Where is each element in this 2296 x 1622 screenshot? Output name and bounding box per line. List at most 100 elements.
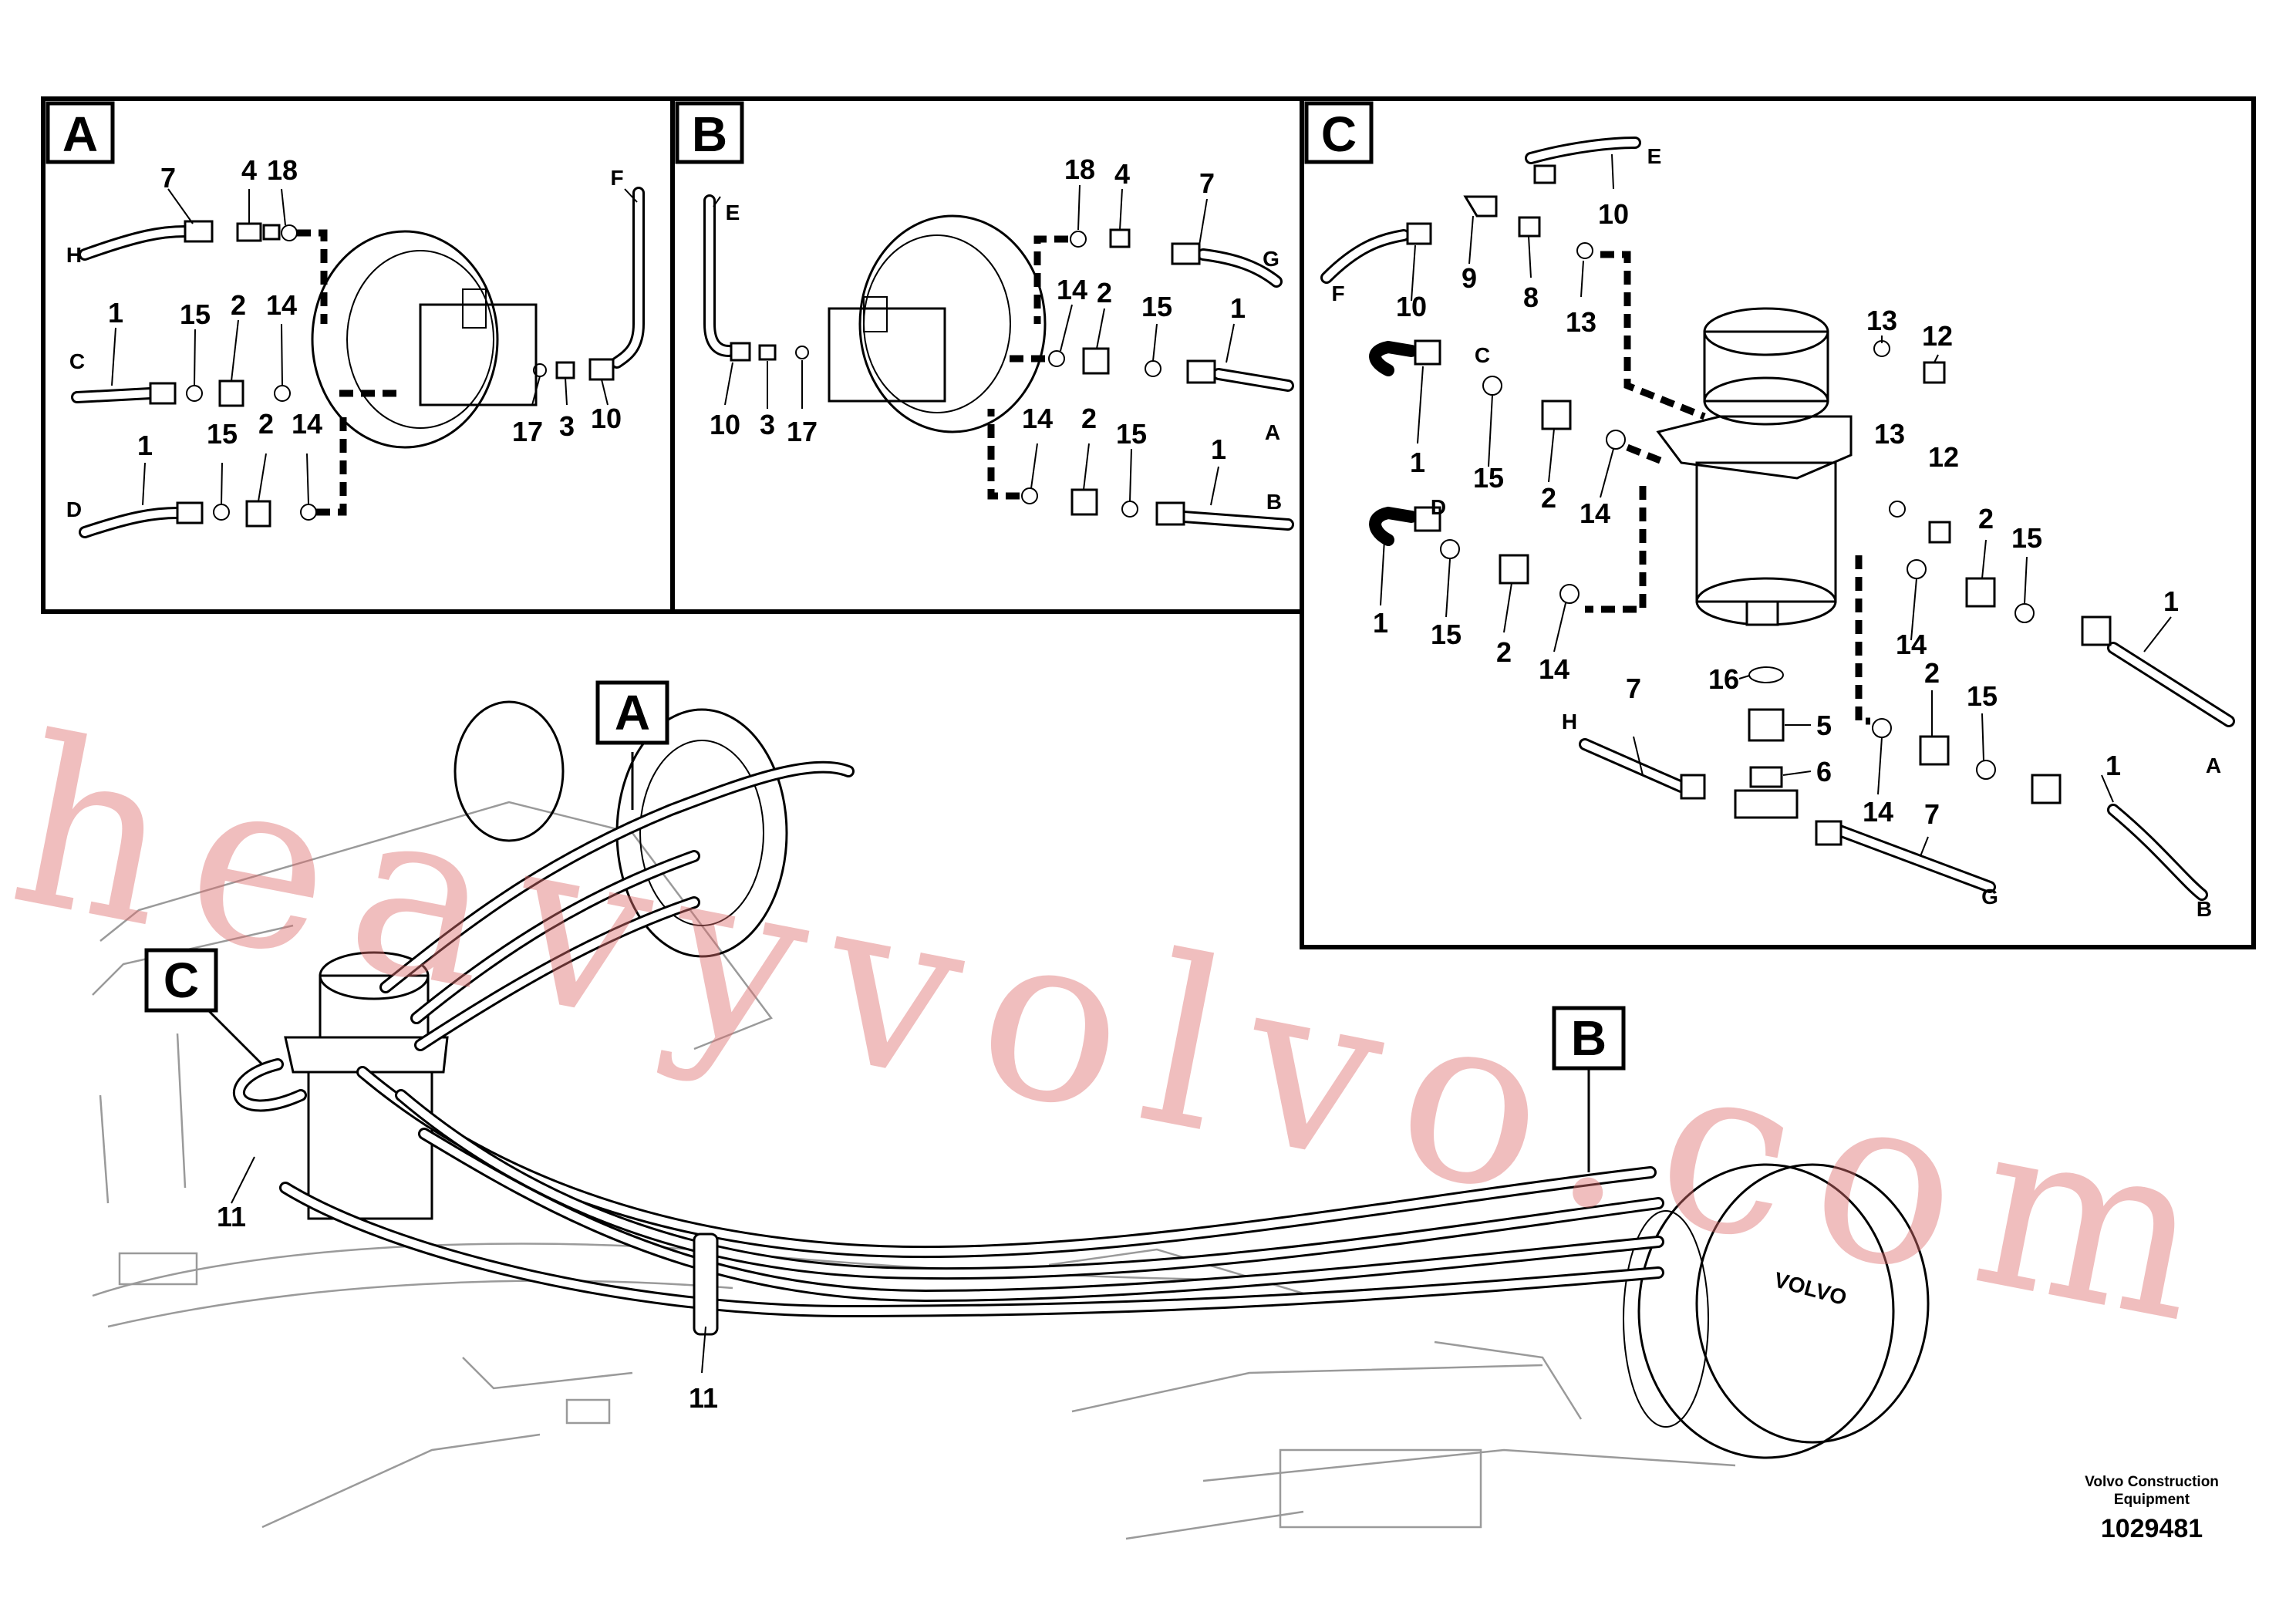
hose-end-label: E <box>726 201 740 224</box>
callout: 18 <box>267 154 298 186</box>
hose-end-label: C <box>1475 343 1490 367</box>
callout: 15 <box>1141 291 1172 322</box>
panel-b-labels: E 18 4 7 G 14 2 15 1 A 10 3 17 14 2 15 1… <box>710 153 1282 514</box>
callout: 14 <box>1863 796 1893 828</box>
svg-text:VOLVO: VOLVO <box>1772 1267 1849 1310</box>
callout: 14 <box>292 408 322 440</box>
overview-callout-c-label: C <box>164 953 199 1008</box>
callout: 15 <box>1116 418 1147 450</box>
callout: 1 <box>1410 447 1425 478</box>
hose-end-label: H <box>1562 710 1577 733</box>
callout: 15 <box>1431 619 1462 650</box>
callout: 2 <box>1978 503 1994 534</box>
callout: 1 <box>108 297 123 329</box>
callout: 2 <box>1924 657 1940 689</box>
callout: 14 <box>1539 653 1569 685</box>
panel-c-labels: E 10 F 10 9 8 13 13 12 C 1 15 2 14 13 12… <box>1331 144 2221 921</box>
callout: 1 <box>2163 585 2179 617</box>
callout: 3 <box>760 409 775 440</box>
hose-end-label: A <box>1265 420 1280 444</box>
callout: 6 <box>1816 756 1832 787</box>
callout: 4 <box>241 154 257 186</box>
overview-callout-c: C <box>144 948 218 1013</box>
callout: 9 <box>1462 262 1477 294</box>
swivel-joint <box>1695 461 1837 603</box>
callout: 10 <box>591 403 622 434</box>
callout: 15 <box>207 418 238 450</box>
callout: 2 <box>231 289 246 321</box>
callout: 7 <box>160 162 176 194</box>
hose-end-label: C <box>69 349 85 373</box>
drawing-number: 1029481 <box>2100 1514 2203 1543</box>
callout: 16 <box>1708 663 1739 695</box>
callout: 15 <box>1473 462 1504 494</box>
callout: 2 <box>1081 403 1097 434</box>
callout: 5 <box>1816 710 1832 741</box>
overview-callout-a: A <box>595 680 669 745</box>
callout: 13 <box>1874 418 1905 450</box>
hose-end-label: G <box>1981 885 1998 909</box>
callout: 10 <box>1396 291 1427 322</box>
travel-motor-b <box>858 214 1047 433</box>
callout: 13 <box>1866 305 1897 336</box>
panel-c-tag-label: C <box>1321 106 1357 162</box>
brand-caption: Volvo Construction Equipment <box>2052 1473 2252 1509</box>
hose-end-label: D <box>66 497 82 521</box>
callout: 2 <box>1541 482 1556 514</box>
callout: 2 <box>258 408 274 440</box>
panel-a-labels: 7 4 18 H 1 15 2 14 C 17 3 10 F 1 15 2 14… <box>66 154 624 521</box>
panel-a-tag: A <box>46 101 115 164</box>
hose-end-label: B <box>1266 490 1282 514</box>
callout: 7 <box>1199 167 1215 199</box>
panel-b-tag: B <box>675 101 744 164</box>
callout: 17 <box>512 416 543 447</box>
hose-end-label: E <box>1647 144 1662 168</box>
hose-end-label: D <box>1431 495 1446 519</box>
callout: 11 <box>689 1382 718 1414</box>
callout: 2 <box>1496 636 1512 668</box>
callout: 12 <box>1922 320 1953 352</box>
panel-b-drawing <box>703 184 1294 531</box>
callout: 1 <box>137 430 153 461</box>
panel-a-frame <box>41 96 675 614</box>
callout: 8 <box>1523 282 1539 313</box>
overview-callout-b-label: B <box>1571 1010 1607 1066</box>
callout: 14 <box>266 289 297 321</box>
callout: 15 <box>1967 680 1998 712</box>
callout: 15 <box>2011 522 2042 554</box>
callout: 10 <box>710 409 740 440</box>
panel-a-tag-label: A <box>62 106 98 162</box>
brand-line-2: Equipment <box>2113 1492 2190 1508</box>
callout: 13 <box>1566 306 1596 338</box>
callout: 14 <box>1022 403 1053 434</box>
hose-end-label: A <box>2206 754 2221 777</box>
callout: 7 <box>1924 798 1940 830</box>
callout: 18 <box>1064 153 1095 185</box>
panel-c-frame <box>1300 96 2256 949</box>
hose-end-label: F <box>1331 282 1344 305</box>
callout: 1 <box>1230 292 1246 324</box>
callout: 4 <box>1114 158 1130 190</box>
travel-motor-a <box>311 230 499 449</box>
callout: 2 <box>1097 277 1112 309</box>
callout: 1 <box>2106 750 2121 781</box>
callout: 1 <box>1373 607 1388 639</box>
panel-a-drawing <box>71 187 645 538</box>
callout: 7 <box>1626 673 1641 704</box>
callout: 14 <box>1896 629 1927 660</box>
overview-drawing: VOLVO <box>92 700 1930 1540</box>
overview-callout-b: B <box>1552 1006 1626 1071</box>
callout: 10 <box>1598 198 1629 230</box>
callout: 3 <box>559 410 575 442</box>
panel-b-tag-label: B <box>692 106 727 162</box>
callout: 14 <box>1580 497 1610 529</box>
hose-end-label: G <box>1263 247 1279 271</box>
brand-line-1: Volvo Construction <box>2085 1474 2219 1490</box>
hose-end-label: F <box>610 166 623 190</box>
hose-end-label: H <box>66 243 82 267</box>
hose-end-label: B <box>2197 897 2212 921</box>
callout: 17 <box>787 416 818 447</box>
callout: 12 <box>1928 441 1959 473</box>
callout: 1 <box>1211 433 1226 465</box>
